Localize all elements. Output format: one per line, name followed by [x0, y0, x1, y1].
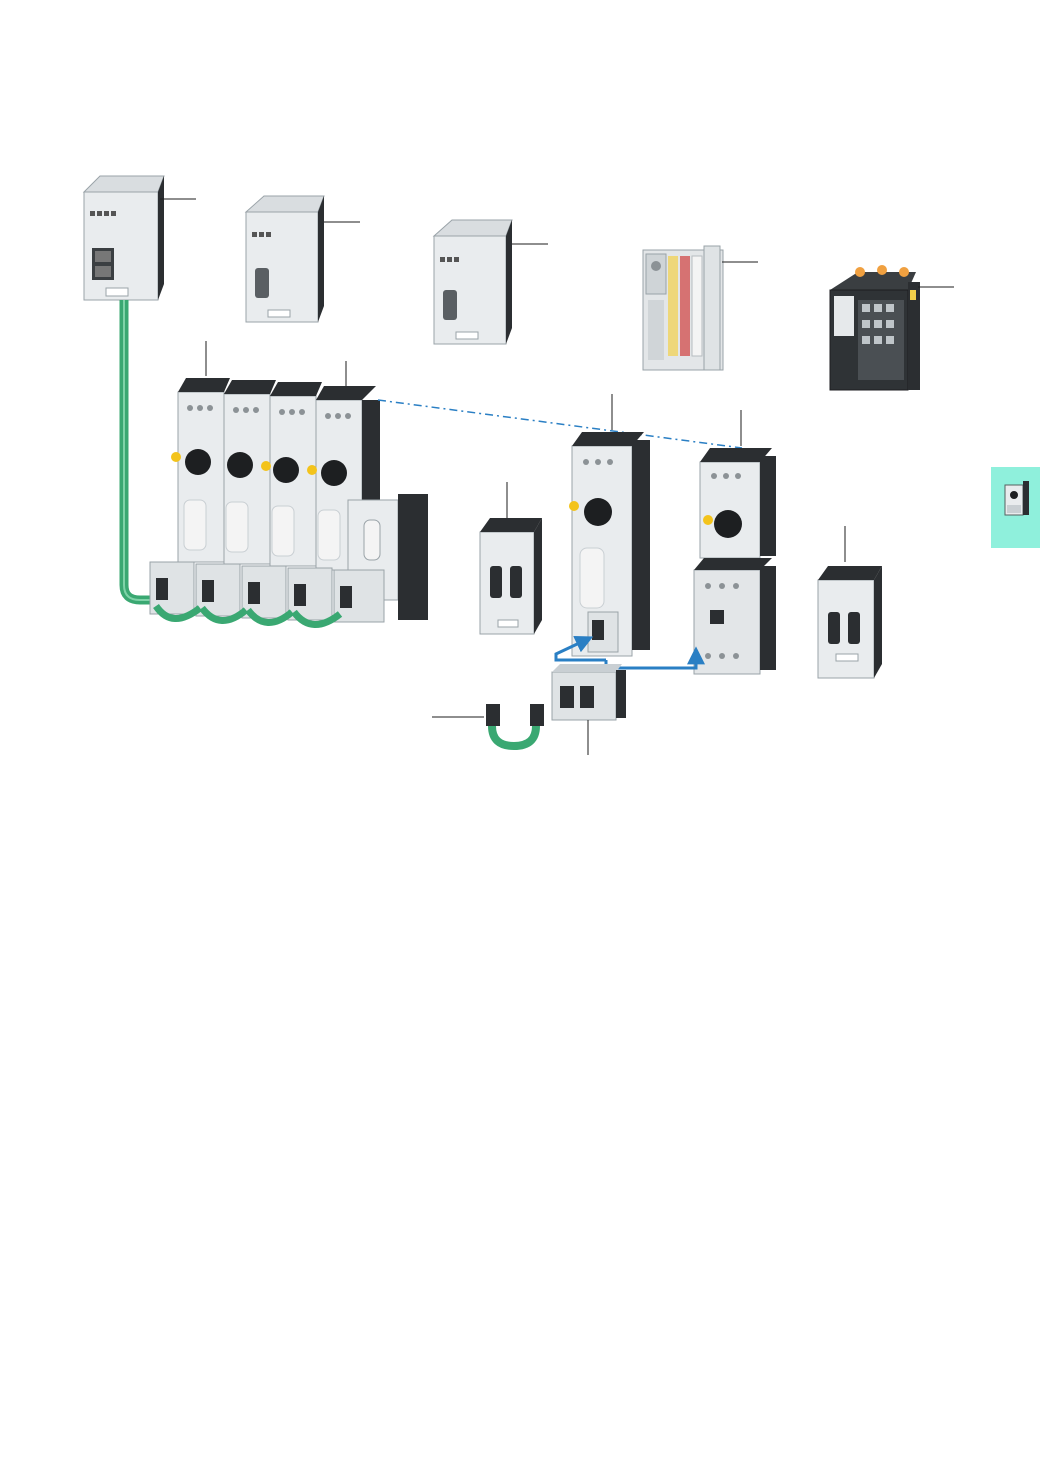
- rotary-knob: [227, 452, 253, 478]
- swd-contact-row: [149, 561, 385, 623]
- led-row: [90, 211, 116, 216]
- motor-starter: [171, 378, 230, 563]
- dsub-port: [443, 290, 457, 320]
- rotary-knob: [185, 449, 211, 475]
- motor-starter-contactor: [693, 410, 776, 675]
- motor-starter: [261, 382, 322, 567]
- rotary-knob: [273, 457, 299, 483]
- gateway-canopen: [432, 219, 513, 345]
- side-tab[interactable]: [991, 467, 1040, 548]
- rotary-knob: [714, 510, 742, 538]
- gateway-profibus: [244, 195, 325, 323]
- flat-cable-jumpers: [153, 603, 343, 628]
- led-row: [440, 257, 459, 262]
- rotary-knob: [584, 498, 612, 526]
- gateway-ethernet: [82, 175, 165, 301]
- gateway-xn-compact: [829, 265, 920, 391]
- power-module: [479, 482, 542, 635]
- rotary-knob: [321, 460, 347, 486]
- power-module-right: [817, 526, 882, 679]
- motor-starter-group: [149, 341, 428, 628]
- motor-starter-icon: [1004, 481, 1029, 516]
- motor-starter: [223, 380, 276, 565]
- swd-contact-module: [551, 664, 626, 755]
- dsub-port: [255, 268, 269, 298]
- flat-cable-bus: [119, 300, 160, 605]
- gateway-xi-on: [642, 245, 724, 371]
- bus-line-dashed: [377, 399, 743, 449]
- flat-cable: [432, 704, 544, 751]
- motor-starter-single: [569, 394, 650, 657]
- led-row: [252, 232, 271, 237]
